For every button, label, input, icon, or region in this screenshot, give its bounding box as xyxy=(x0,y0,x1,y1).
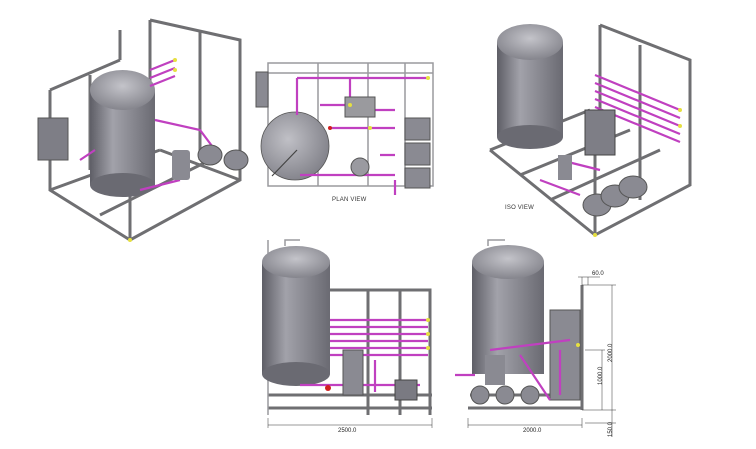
front-view xyxy=(262,239,433,428)
plan-view-label: PLAN VIEW xyxy=(332,197,367,203)
tank-top xyxy=(260,111,330,181)
panel-offset-dimension: 60.0 xyxy=(592,271,604,277)
tank xyxy=(262,262,330,374)
foot-height-dimension: 150.0 xyxy=(608,421,614,437)
tank xyxy=(472,262,544,374)
iso-view-label: ISO VIEW xyxy=(505,205,534,211)
iso-view-right xyxy=(489,23,692,237)
side-width-dimension: 2000.0 xyxy=(523,428,542,434)
overall-height-dimension: 2000.0 xyxy=(608,343,614,362)
mid-height-dimension: 1000.0 xyxy=(598,366,604,385)
plan-view xyxy=(255,62,434,195)
front-width-dimension: 2500.0 xyxy=(338,428,357,434)
control-panel xyxy=(37,117,69,161)
side-view xyxy=(455,239,616,437)
iso-view-left xyxy=(37,18,249,242)
